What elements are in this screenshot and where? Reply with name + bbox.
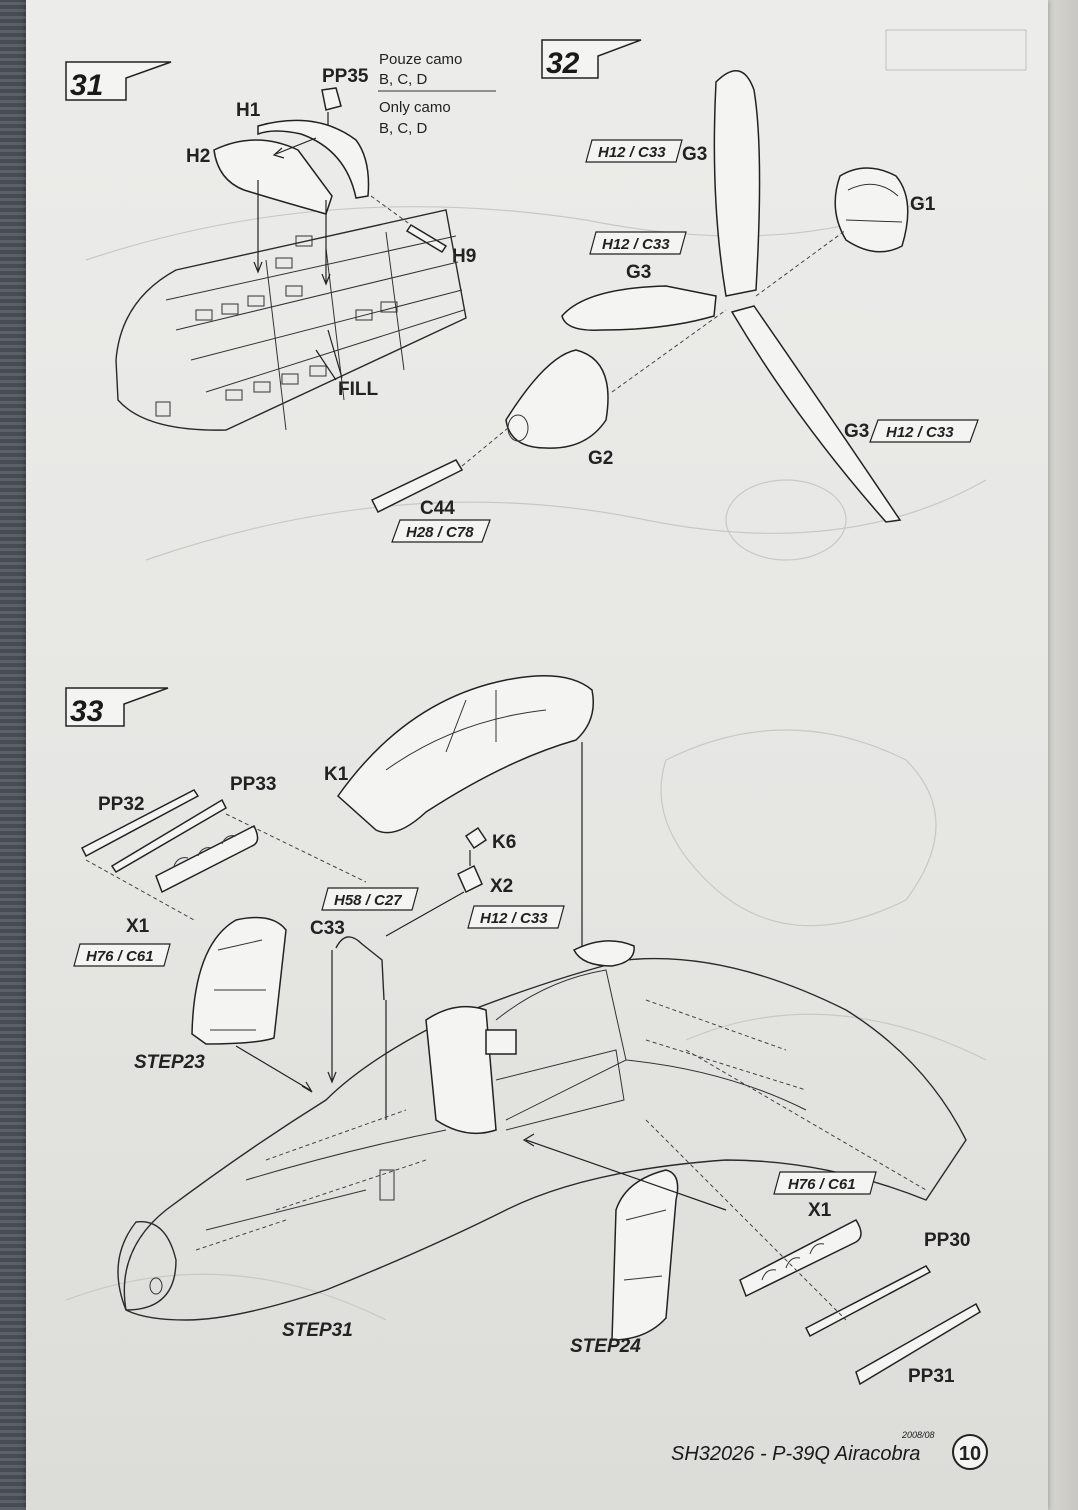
label-fill: FILL xyxy=(338,379,378,400)
color-callout-c44: H28 / C78 xyxy=(391,519,491,543)
color-x1-left: H76 / C61 xyxy=(86,948,154,965)
note-en-title: Only camo xyxy=(379,99,451,116)
color-x2: H12 / C33 xyxy=(480,910,548,927)
label-pp33: PP33 xyxy=(230,774,276,795)
fuselage-nose xyxy=(117,1220,177,1311)
color-callout-g3-a: H12 / C33 xyxy=(585,139,683,163)
label-g2: G2 xyxy=(588,448,613,469)
part-pp35 xyxy=(321,87,342,111)
color-canopy-frame: H58 / C27 xyxy=(334,892,402,909)
step-33: 33 xyxy=(65,675,981,1387)
part-k6 xyxy=(464,826,488,850)
label-step24: STEP24 xyxy=(570,1336,641,1357)
label-c44: C44 xyxy=(420,498,455,519)
part-h2 xyxy=(213,139,333,215)
note-en-versions: B, C, D xyxy=(379,120,428,137)
color-spinner-shaft: H28 / C78 xyxy=(406,524,474,541)
part-g3-blade-left xyxy=(561,285,717,331)
color-callout-x1-left: H76 / C61 xyxy=(73,943,171,967)
step-33-number: 33 xyxy=(70,695,104,728)
fuselage-body xyxy=(123,957,967,1321)
color-callout-g3-c: H12 / C33 xyxy=(869,419,979,443)
gun-sight xyxy=(572,940,635,967)
step-31-flag: 31 xyxy=(65,61,172,102)
page-number-badge xyxy=(952,1434,988,1470)
part-h9 xyxy=(405,223,448,254)
part-pp31 xyxy=(855,1302,981,1386)
label-pp31: PP31 xyxy=(908,1366,955,1387)
label-g3-b: G3 xyxy=(626,262,651,283)
label-pp35: PP35 xyxy=(322,66,369,87)
part-g1 xyxy=(834,167,909,253)
footer-title: SH32026 - P-39Q Airacobra xyxy=(671,1443,920,1465)
label-k1: K1 xyxy=(324,764,349,785)
step-31-number: 31 xyxy=(70,69,103,102)
label-g1: G1 xyxy=(910,194,936,215)
step-32: 32 G3 G3 G3 G1 G2 C44 H12 / C33 H12 / C3… xyxy=(370,39,979,543)
label-x2: X2 xyxy=(490,876,513,897)
step-31-note: Pouze camo B, C, D Only camo B, C, D xyxy=(378,51,496,137)
part-x1-left-door xyxy=(191,916,287,1045)
label-x1-right: X1 xyxy=(808,1200,832,1221)
instruction-page: 31 Pouze camo B, C, D Only camo B, C, D … xyxy=(26,0,1048,1510)
fuselage-hatch xyxy=(379,1169,395,1201)
part-c44 xyxy=(370,459,464,514)
label-k6: K6 xyxy=(492,832,516,853)
part-pp30 xyxy=(804,1265,932,1338)
part-k1 xyxy=(337,675,594,834)
color-blade-b: H12 / C33 xyxy=(602,236,670,253)
part-x2 xyxy=(457,864,483,894)
part-h1 xyxy=(257,119,370,199)
label-h9: H9 xyxy=(452,246,476,267)
label-g3-c: G3 xyxy=(844,421,869,442)
part-pp33 xyxy=(155,824,259,894)
color-callout-canopy-frame: H58 / C27 xyxy=(321,887,419,911)
label-pp30: PP30 xyxy=(924,1230,970,1251)
color-callout-x2: H12 / C33 xyxy=(467,905,565,929)
color-callout-g3-b: H12 / C33 xyxy=(589,231,687,255)
part-g3-blade-top xyxy=(713,70,761,297)
page-footer: 2008/08 SH32026 - P-39Q Airacobra 10 xyxy=(671,1430,988,1470)
instruction-drawing: 31 Pouze camo B, C, D Only camo B, C, D … xyxy=(65,29,1027,1470)
label-h2: H2 xyxy=(186,146,210,167)
part-g2 xyxy=(505,349,609,449)
color-blade-a: H12 / C33 xyxy=(598,144,666,161)
label-step31: STEP31 xyxy=(282,1320,353,1341)
step-32-flag: 32 xyxy=(541,39,642,80)
wing-panel xyxy=(115,209,467,431)
label-h1: H1 xyxy=(236,100,261,121)
note-cz-title: Pouze camo xyxy=(379,51,462,68)
note-cz-versions: B, C, D xyxy=(379,71,428,88)
fuselage-rivets xyxy=(195,999,807,1251)
instrument-box xyxy=(485,1029,517,1055)
part-c33 xyxy=(335,936,385,1001)
footer-date: 2008/08 xyxy=(901,1430,935,1440)
part-x1-right-door xyxy=(611,1169,679,1341)
label-pp32: PP32 xyxy=(98,794,144,815)
step-32-number: 32 xyxy=(546,47,580,80)
part-pp30-strip xyxy=(739,1219,862,1298)
cockpit-seat-frame xyxy=(425,1005,497,1135)
step-33-flag: 33 xyxy=(65,687,169,728)
color-x1-right: H76 / C61 xyxy=(788,1176,856,1193)
step-31: 31 Pouze camo B, C, D Only camo B, C, D … xyxy=(65,51,496,431)
label-x1-left: X1 xyxy=(126,916,150,937)
label-g3-a: G3 xyxy=(682,144,707,165)
part-pp33-strip xyxy=(110,798,227,874)
color-blade-c: H12 / C33 xyxy=(886,424,954,441)
color-callout-x1-right: H76 / C61 xyxy=(773,1171,877,1195)
page-number: 10 xyxy=(959,1443,981,1465)
bleed-through-ghost xyxy=(65,29,1027,1321)
label-c33: C33 xyxy=(310,918,345,939)
label-step23: STEP23 xyxy=(134,1052,205,1073)
part-g3-blade-right xyxy=(730,305,902,523)
wing-access-panels xyxy=(155,235,398,417)
part-pp32 xyxy=(80,789,200,858)
